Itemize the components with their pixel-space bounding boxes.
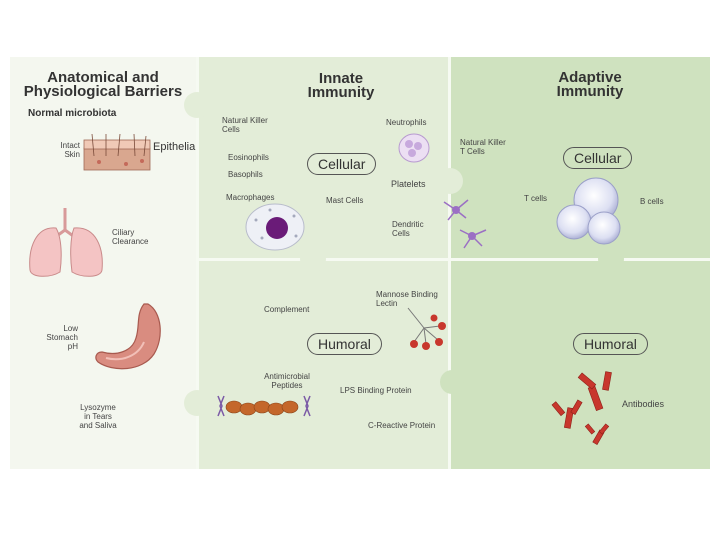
innate-cellular-label: Cellular: [307, 153, 377, 175]
puzzle-knob: [300, 246, 326, 272]
puzzle-seam: [448, 57, 451, 469]
lps-binding-protein-label: LPS Binding Protein: [340, 386, 412, 395]
nk-line1: Natural Killer: [222, 116, 268, 125]
antimicrobial-peptides-illustration: [217, 395, 311, 417]
amp-line1: Antimicrobial: [264, 372, 310, 381]
lymphocytes-illustration: [556, 177, 621, 245]
t-cells-label: T cells: [524, 194, 547, 203]
puzzle-seam: [196, 57, 199, 469]
mast-cells-label: Mast Cells: [326, 196, 364, 205]
innate-title-line1: Innate: [318, 70, 364, 87]
stomach-line1: Low: [63, 324, 78, 333]
ciliary-line2: Clearance: [112, 237, 149, 246]
neutrophil-illustration: [398, 133, 430, 163]
c-reactive-protein-label: C-Reactive Protein: [368, 421, 436, 430]
puzzle-knob: [437, 168, 463, 194]
adaptive-title-line2: Immunity: [556, 83, 624, 100]
puzzle-seam: [196, 258, 710, 261]
innate-humoral-label: Humoral: [307, 333, 382, 355]
basophils-label: Basophils: [228, 170, 263, 179]
intact-skin-label: Intact Skin: [50, 141, 80, 159]
stomach-line3: pH: [67, 342, 78, 351]
complement-label: Complement: [264, 305, 310, 314]
mbl-line1: Mannose Binding: [376, 290, 438, 299]
b-cells-label: B cells: [640, 197, 664, 206]
puzzle-knob: [184, 92, 210, 118]
antimicrobial-peptides-label: Antimicrobial Peptides: [260, 372, 314, 390]
antibodies-illustration: [551, 371, 612, 445]
lysozyme-line1: Lysozyme: [80, 403, 116, 412]
lysozyme-line3: and Saliva: [79, 421, 117, 430]
skin-illustration: [83, 133, 151, 171]
adaptive-title-line1: Adaptive: [558, 69, 622, 86]
lysozyme-label: Lysozyme in Tears and Saliva: [72, 403, 124, 430]
stomach-illustration: [95, 303, 161, 370]
nkt-line2: T Cells: [460, 147, 485, 156]
ciliary-line1: Ciliary: [112, 228, 135, 237]
stomach-line2: Stomach: [46, 333, 78, 342]
platelets-label: Platelets: [391, 179, 426, 189]
antibodies-label: Antibodies: [622, 399, 665, 409]
adaptive-humoral-label: Humoral: [573, 333, 648, 355]
dendritic-line1: Dendritic: [392, 220, 424, 229]
puzzle-knob: [598, 246, 624, 272]
normal-microbiota-label: Normal microbiota: [28, 108, 117, 119]
dendritic-line2: Cells: [392, 229, 410, 238]
barriers-title: Anatomical and Physiological Barriers: [18, 69, 188, 100]
lungs-illustration: [29, 208, 103, 277]
adaptive-cellular-label: Cellular: [563, 147, 633, 169]
intact-skin-line2: Skin: [64, 150, 80, 159]
nk-line2: Cells: [222, 125, 240, 134]
amp-line2: Peptides: [271, 381, 303, 390]
innate-title: Innate Immunity: [296, 70, 386, 101]
puzzle-knob: [184, 390, 210, 416]
nkt-line1: Natural Killer: [460, 138, 506, 147]
nk-t-cells-label: Natural Killer T Cells: [460, 138, 506, 156]
neutrophils-label: Neutrophils: [386, 118, 427, 127]
barriers-title-line1: Anatomical and: [47, 69, 159, 86]
macrophages-label: Macrophages: [226, 193, 275, 202]
ciliary-clearance-label: Ciliary Clearance: [112, 228, 148, 246]
nk-cells-label: Natural Killer Cells: [222, 116, 268, 134]
dendritic-cells-label: Dendritic Cells: [392, 220, 424, 238]
epithelia-label: Epithelia: [153, 141, 196, 153]
innate-title-line2: Immunity: [307, 84, 375, 101]
mannose-binding-lectin-label: Mannose Binding Lectin: [376, 290, 438, 308]
lysozyme-line2: in Tears: [84, 412, 112, 421]
mannose-binding-lectin-illustration: [407, 307, 446, 350]
dendritic-cells-illustration: [443, 199, 487, 249]
adaptive-title: Adaptive Immunity: [542, 69, 638, 100]
eosinophils-label: Eosinophils: [228, 153, 269, 162]
puzzle-knob: [440, 370, 464, 394]
stomach-ph-label: Low Stomach pH: [40, 324, 78, 351]
barriers-title-line2: Physiological Barriers: [23, 83, 183, 100]
macrophage-illustration: [245, 203, 305, 251]
intact-skin-line1: Intact: [60, 141, 80, 150]
mbl-line2: Lectin: [376, 299, 398, 308]
